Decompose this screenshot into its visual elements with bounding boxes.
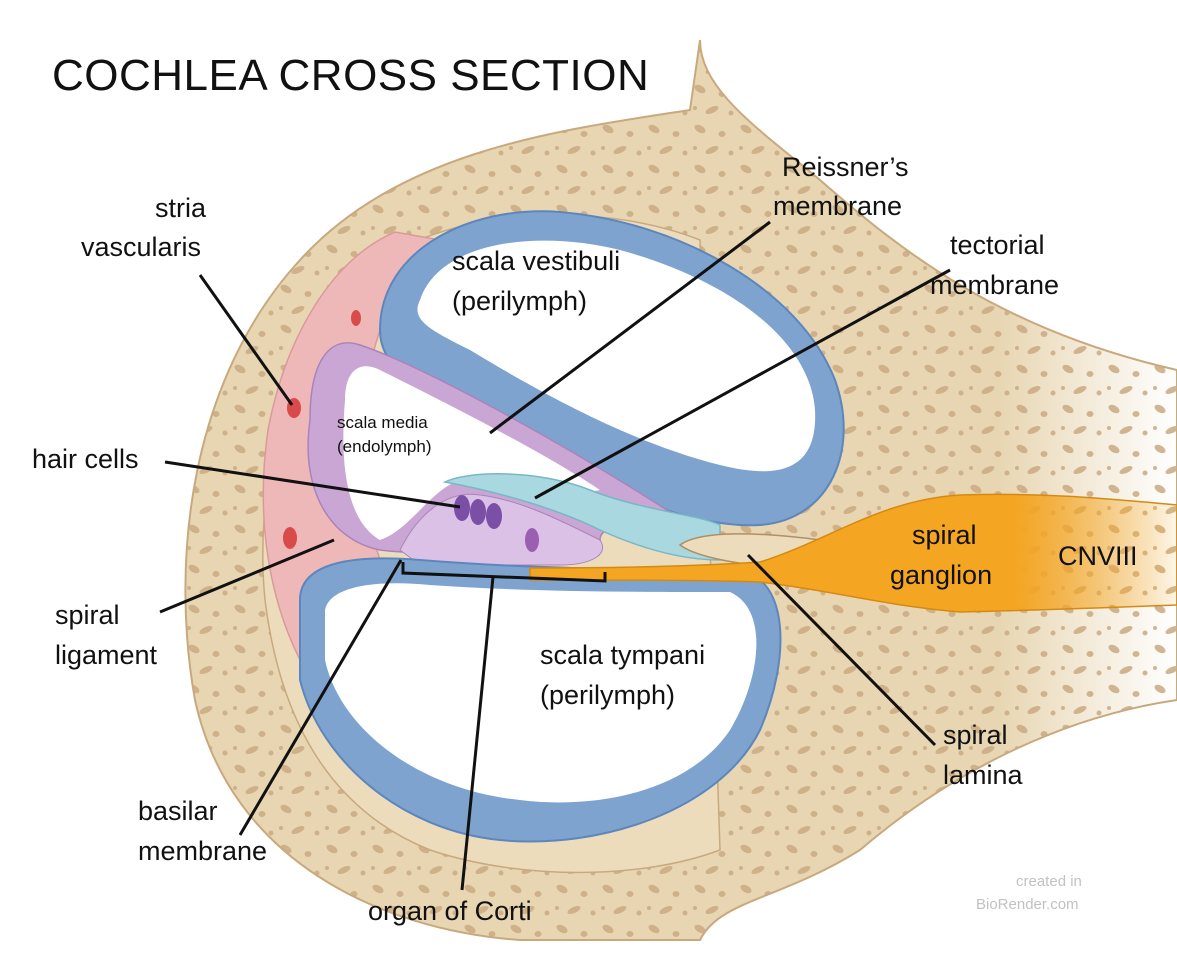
label-basilar-membrane-2: membrane bbox=[138, 836, 268, 866]
label-scala-vestibuli: scala vestibuli bbox=[452, 246, 621, 276]
label-scala-vestibuli-2: (perilymph) bbox=[452, 286, 588, 316]
leader-stria-vascularis bbox=[198, 274, 294, 406]
label-spiral-lamina-2: lamina bbox=[943, 760, 1023, 790]
label-cnviii: CNVIII bbox=[1058, 541, 1138, 571]
label-scala-media: scala media bbox=[337, 413, 428, 432]
leader-spiral-lamina bbox=[746, 553, 937, 747]
organ-of-corti-bracket bbox=[401, 562, 607, 583]
label-basilar-membrane: basilar bbox=[138, 796, 218, 826]
label-scala-media-2: (endolymph) bbox=[337, 437, 432, 456]
scala-vestibuli bbox=[417, 240, 816, 472]
spiral-ganglion-cnviii bbox=[529, 493, 1177, 613]
label-line: stria bbox=[155, 193, 207, 223]
watermark-line-2: BioRender.com bbox=[976, 896, 1079, 913]
leader-tectorial-membrane bbox=[534, 268, 951, 500]
hair-cells bbox=[454, 495, 539, 552]
label-scala-tympani-2: (perilymph) bbox=[540, 680, 676, 710]
label-spiral-ganglion: spiral bbox=[912, 520, 977, 550]
scala-tympani bbox=[325, 583, 757, 803]
label-hair-cells: hair cells bbox=[32, 444, 139, 474]
leader-reissners-membrane bbox=[489, 220, 771, 435]
watermark-line-1: created in bbox=[1016, 873, 1082, 890]
label-scala-tympani: scala tympani bbox=[540, 640, 706, 670]
label-organ-of-corti: organ of Corti bbox=[368, 896, 532, 926]
label-stria-vascularis-2: vascularis bbox=[81, 232, 202, 262]
leader-lines bbox=[159, 220, 951, 891]
leader-spiral-ligament bbox=[159, 538, 335, 614]
blood-vessel bbox=[283, 527, 297, 549]
label-spiral-lamina: spiral bbox=[943, 720, 1008, 750]
label-spiral-ligament: spiral bbox=[55, 600, 120, 630]
label-spiral-ligament-2: ligament bbox=[55, 640, 158, 670]
scala-media bbox=[343, 366, 600, 540]
label-tectorial-membrane: tectorial bbox=[950, 230, 1045, 260]
leader-basilar-membrane bbox=[238, 559, 403, 836]
label-stria-vascularis: stria bbox=[155, 193, 208, 225]
diagram-title: COCHLEA CROSS SECTION bbox=[52, 51, 650, 100]
label-reissners-membrane-2: membrane bbox=[773, 191, 903, 221]
leader-hair-cells bbox=[164, 460, 461, 509]
label-spiral-ganglion-2: ganglion bbox=[890, 560, 993, 590]
leader-organ-of-corti bbox=[460, 576, 495, 891]
label-tectorial-membrane-2: membrane bbox=[930, 270, 1060, 300]
label-reissners-membrane: Reissner’s bbox=[782, 152, 909, 182]
blood-vessel bbox=[351, 310, 361, 326]
